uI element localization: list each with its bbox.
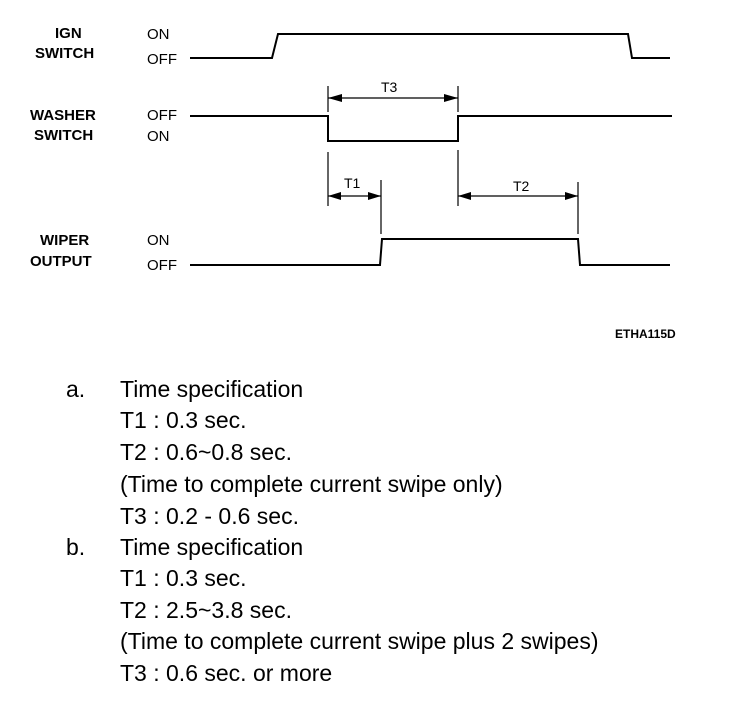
washer-name-line1: WASHER bbox=[30, 107, 96, 124]
ign-waveform bbox=[190, 33, 670, 59]
spec-b-t1: T1 : 0.3 sec. bbox=[120, 565, 247, 591]
spec-a-marker: a. bbox=[66, 376, 86, 402]
t3-arrow-left-icon bbox=[328, 94, 342, 102]
ign-on-label: ON bbox=[147, 26, 170, 43]
washer-name-line2: SWITCH bbox=[34, 127, 93, 144]
wiper-name-line1: WIPER bbox=[40, 232, 89, 249]
spec-b-note: (Time to complete current swipe plus 2 s… bbox=[120, 628, 599, 654]
ign-name-line2: SWITCH bbox=[35, 45, 94, 62]
spec-a-t1: T1 : 0.3 sec. bbox=[120, 407, 247, 433]
spec-a-note: (Time to complete current swipe only) bbox=[120, 471, 503, 497]
washer-on-label: ON bbox=[147, 128, 170, 145]
ign-name-line1: IGN bbox=[55, 25, 82, 42]
t2-arrow-left-icon bbox=[458, 192, 471, 200]
figure-code: ETHA115D bbox=[615, 327, 676, 341]
t2-arrow-right-icon bbox=[565, 192, 578, 200]
spec-b-title: Time specification bbox=[120, 534, 304, 560]
wiper-on-label: ON bbox=[147, 232, 170, 249]
spec-a-title: Time specification bbox=[120, 376, 304, 402]
washer-waveform bbox=[190, 115, 672, 142]
spec-a-t3: T3 : 0.2 - 0.6 sec. bbox=[120, 503, 299, 529]
wiper-off-label: OFF bbox=[147, 257, 177, 274]
washer-off-label: OFF bbox=[147, 107, 177, 124]
t1-arrow-left-icon bbox=[328, 192, 341, 200]
ign-off-label: OFF bbox=[147, 51, 177, 68]
wiper-waveform bbox=[190, 238, 670, 266]
wiper-name-line2: OUTPUT bbox=[30, 253, 92, 270]
t1-arrow-right-icon bbox=[368, 192, 381, 200]
spec-a-t2: T2 : 0.6~0.8 sec. bbox=[120, 439, 292, 465]
t3-arrow-right-icon bbox=[444, 94, 458, 102]
spec-b-t3: T3 : 0.6 sec. or more bbox=[120, 660, 333, 686]
spec-b-marker: b. bbox=[66, 534, 86, 560]
spec-b-t2: T2 : 2.5~3.8 sec. bbox=[120, 597, 292, 623]
t1-label: T1 bbox=[344, 175, 361, 191]
t3-label: T3 bbox=[381, 79, 398, 95]
t2-label: T2 bbox=[513, 178, 530, 194]
